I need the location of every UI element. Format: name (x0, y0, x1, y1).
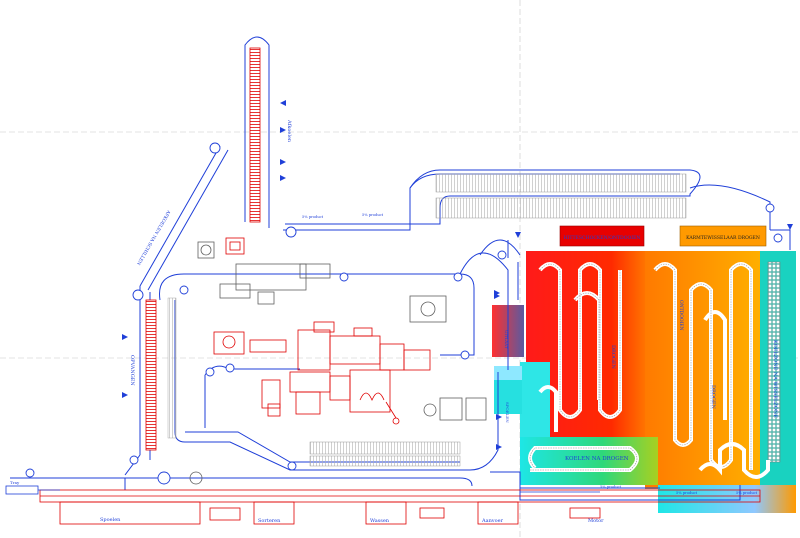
gray-machinery (189, 241, 487, 485)
label-zone-a: Spoelen (100, 517, 121, 523)
label-koelen-na-drogen: KOELEN NA DROGEN (565, 456, 629, 462)
serpentine-bottom-right (698, 442, 770, 479)
koelzone-conveyor (767, 261, 781, 463)
serpentine-red-edge (539, 263, 621, 418)
product-label-1: 5% product (302, 215, 324, 219)
red-ladder-top (249, 47, 261, 223)
rollers (25, 142, 783, 485)
label-zone-e: Motor (588, 518, 604, 524)
label-spoelen: SPOELEN (505, 402, 510, 423)
zone-left-cyan-2 (494, 366, 522, 380)
label-afkoelen: Afkoelen (286, 119, 292, 143)
product-label-3: 5% product (676, 491, 698, 495)
rack-bottom-mid-2 (309, 455, 461, 467)
serpentine-cool-edge (529, 447, 638, 471)
label-opvangen: OPVANGEN (129, 355, 135, 386)
product-label-2: 5% product (362, 213, 384, 217)
label-koelzone: KOELZONE NA WISSELZONE (772, 340, 778, 418)
red-ladder-left (145, 299, 157, 451)
title-box-orange (679, 225, 767, 247)
label-zone-b: Sorteren (258, 518, 281, 524)
bottom-production-line (39, 489, 761, 525)
red-machinery (213, 237, 431, 425)
label-uitlaat: UITLAAT (504, 330, 509, 349)
zone-left-cyan (494, 380, 522, 414)
product-label-4: 5% product (736, 491, 758, 495)
product-label-5: 5% product (600, 485, 622, 489)
zone-bottom-right (658, 485, 796, 513)
rack-left (167, 297, 177, 439)
serpentine-orange-edge (654, 263, 752, 470)
rack-top-right (435, 173, 687, 193)
label-drogen: DROGEN (610, 345, 616, 370)
rack-bottom-mid (309, 441, 461, 455)
bottom-line-blue (5, 485, 600, 495)
label-zone-c: Wassen (370, 518, 390, 524)
title-box-red (559, 225, 645, 247)
label-drogen-2: DROGEN (710, 385, 716, 410)
title-warmtewisselaar: KARMTEWISSELAAR DROGEN (686, 235, 760, 241)
flow-arrows (122, 100, 793, 450)
label-ontdooien: ONTDOOIEN (678, 300, 684, 331)
label-tray: Tray (10, 480, 20, 485)
rack-top-right-2 (435, 197, 687, 219)
label-zone-d: Aanvoer (481, 518, 504, 524)
title-gevriesdrogen: HITTESCHOCKEN/ONTDOOIEN (564, 235, 641, 241)
